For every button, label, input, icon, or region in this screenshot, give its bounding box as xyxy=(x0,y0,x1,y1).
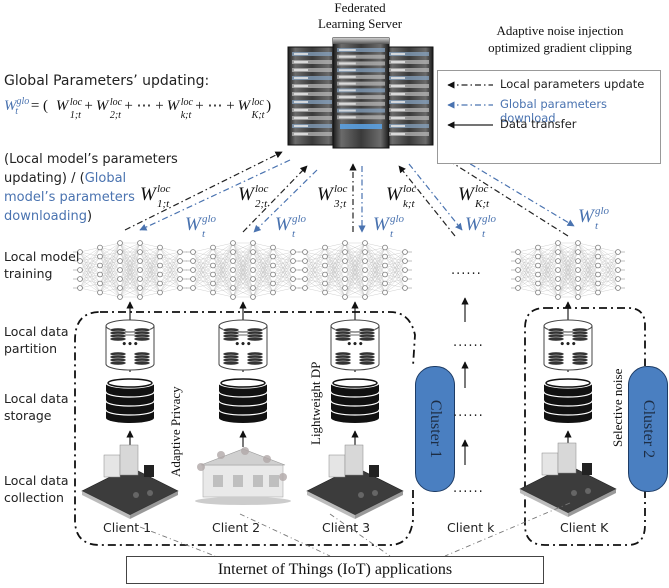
client-1-label: Client 1 xyxy=(103,520,152,535)
legend-data-transfer: Data transfer xyxy=(500,117,577,131)
global-download-arrow-k xyxy=(408,163,463,231)
adaptive-noise-note: Adaptive noise injection optimized gradi… xyxy=(460,22,660,56)
legend-swatches xyxy=(447,81,493,129)
server-title-line1: Federated xyxy=(334,0,386,15)
formula-operator-2: + ⋯ + xyxy=(124,98,164,114)
ellipsis-collection: ...... xyxy=(453,481,484,496)
legend: Local parameters update Global parameter… xyxy=(437,70,661,164)
global-download-arrow-K xyxy=(446,149,575,227)
client-k-label: Client k xyxy=(447,520,495,535)
neural-network-1 xyxy=(73,240,187,300)
cluster-1-boundary xyxy=(524,307,646,546)
local-update-arrow-K xyxy=(439,154,569,237)
client-scene-2 xyxy=(195,447,291,505)
partition-cylinder-2: ••• xyxy=(218,319,268,371)
cluster-2-label: Cluster 1 xyxy=(427,399,444,459)
client-scene-3 xyxy=(306,444,404,519)
adaptive-privacy-label: Adaptive Privacy xyxy=(168,386,183,477)
storage-stack-2 xyxy=(218,377,268,423)
storage-stacks xyxy=(105,377,593,423)
iot-links xyxy=(139,502,571,557)
storage-stack-1 xyxy=(105,377,155,423)
svg-text:•••: ••• xyxy=(121,340,138,350)
iot-applications-box: Internet of Things (IoT) applications xyxy=(126,556,544,584)
global-update-title: Global Parameters’ updating: xyxy=(4,73,210,89)
local-update-arrow-1 xyxy=(124,151,283,231)
partition-cylinder-3: ••• xyxy=(330,319,380,371)
cluster-1[interactable]: Cluster 2 xyxy=(628,366,668,492)
storage-stack-3 xyxy=(330,377,380,423)
adaptive-note-line2: optimized gradient clipping xyxy=(488,40,632,55)
client-K-label: Client K xyxy=(560,520,609,535)
server-title-line2: Learning Server xyxy=(317,16,403,31)
legend-local-update: Local parameters update xyxy=(500,77,645,91)
local-update-arrow-2 xyxy=(242,165,308,233)
neural-network-3 xyxy=(298,240,412,300)
parameter-arrows xyxy=(124,149,575,237)
svg-text:•••: ••• xyxy=(559,340,576,350)
local-update-arrow-k xyxy=(398,165,456,237)
client-scene-4 xyxy=(519,442,617,517)
global-download-arrow-1 xyxy=(139,159,291,231)
adaptive-note-line1: Adaptive noise injection xyxy=(496,23,624,38)
ellipsis-training: ...... xyxy=(451,263,482,278)
svg-text:•••: ••• xyxy=(234,340,251,350)
server-rack-icon xyxy=(287,37,434,149)
cluster-boundaries xyxy=(74,307,646,546)
formula-equals: = ( xyxy=(30,98,49,114)
ellipsis-partition: ...... xyxy=(453,335,484,350)
legend-global-download: Global parameters download xyxy=(500,97,608,125)
neural-network-4 xyxy=(511,240,625,300)
formula-operator-3: + ⋯ + xyxy=(195,98,235,114)
cluster-2-boundary xyxy=(74,311,416,546)
formula-lhs: Wglot xyxy=(4,96,30,117)
storage-stack-4 xyxy=(543,377,593,423)
neural-network-2 xyxy=(186,240,300,300)
cluster-1-label: Cluster 2 xyxy=(640,399,657,459)
partition-cylinder-4: ••• xyxy=(543,319,593,371)
partition-cylinder-1: ••• xyxy=(105,319,155,371)
client-3-label: Client 3 xyxy=(322,520,371,535)
global-download-arrow-2 xyxy=(253,169,318,233)
neural-networks xyxy=(73,240,625,300)
ellipsis-storage: ...... xyxy=(453,405,484,420)
client-scenes xyxy=(81,442,617,519)
formula-operator-4: ) xyxy=(266,98,272,114)
selective-noise-label: Selective noise xyxy=(610,368,625,447)
flow-caption: (Local model’s parameters updating) / (G… xyxy=(4,152,178,224)
client-scene-1 xyxy=(81,444,179,519)
client-2-label: Client 2 xyxy=(212,520,261,535)
formula-operator-1: + xyxy=(84,98,93,114)
partition-cylinders: ••• ••• ••• ••• xyxy=(105,319,593,371)
server-title: Federated Learning Server xyxy=(300,0,420,32)
svg-text:•••: ••• xyxy=(346,340,363,350)
lightweight-dp-label: Lightweight DP xyxy=(308,361,323,445)
cluster-2[interactable]: Cluster 1 xyxy=(415,366,455,492)
